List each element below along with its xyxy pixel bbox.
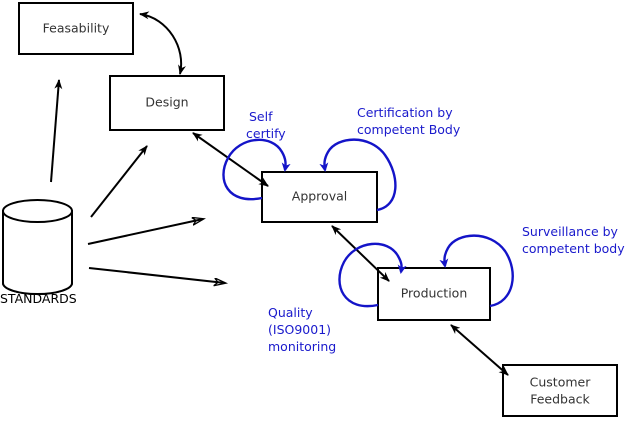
node-standards[interactable]: STANDARDS — [0, 199, 77, 306]
annotation-certification-line1: Certification by — [357, 105, 453, 120]
edge-standards-to-design[interactable] — [90, 145, 148, 218]
node-approval-label: Approval — [292, 189, 347, 204]
annotation-self-certify: Self certify — [246, 109, 286, 141]
annotation-self-certify-line2: certify — [246, 126, 286, 141]
annotation-surveillance-line1: Surveillance by — [522, 224, 619, 239]
node-feasability-label: Feasability — [43, 21, 110, 36]
edge-design-approval[interactable] — [192, 132, 269, 187]
node-customer-feedback[interactable]: Customer Feedback — [502, 364, 618, 417]
node-customer-feedback-label-line2: Feedback — [530, 392, 590, 407]
edge-standards-to-approval[interactable] — [87, 219, 203, 245]
node-production[interactable]: Production — [377, 267, 491, 321]
annotation-self-certify-line1: Self — [249, 109, 273, 124]
node-customer-feedback-label-line1: Customer — [530, 375, 592, 390]
node-standards-label: STANDARDS — [0, 291, 77, 306]
node-feasability[interactable]: Feasability — [18, 2, 134, 55]
node-design-label: Design — [145, 95, 188, 110]
loop-surveillance[interactable] — [439, 234, 514, 308]
node-design[interactable]: Design — [109, 75, 225, 131]
edge-standards-to-feasability[interactable] — [50, 79, 63, 183]
node-approval[interactable]: Approval — [261, 171, 378, 223]
annotation-quality-iso9001-monitoring: Quality (ISO9001) monitoring — [268, 305, 336, 354]
edge-standards-to-production[interactable] — [88, 267, 225, 283]
annotation-surveillance-line2: competent body — [522, 241, 625, 256]
loop-quality[interactable] — [338, 242, 407, 308]
annotation-certification-line2: competent Body — [357, 122, 461, 137]
edge-design-to-feasability[interactable] — [139, 11, 186, 75]
loop-certification[interactable] — [319, 138, 397, 212]
annotation-certification-by-competent-body: Certification by competent Body — [357, 105, 461, 137]
annotation-quality-line2: (ISO9001) — [268, 322, 331, 337]
node-production-label: Production — [401, 286, 468, 301]
loop-self-certify[interactable] — [222, 138, 291, 201]
annotation-quality-line3: monitoring — [268, 339, 336, 354]
edge-approval-production[interactable] — [331, 225, 390, 282]
annotation-quality-line1: Quality — [268, 305, 313, 320]
edge-production-customer-feedback[interactable] — [450, 324, 509, 376]
annotation-surveillance-by-competent-body: Surveillance by competent body — [522, 224, 625, 256]
